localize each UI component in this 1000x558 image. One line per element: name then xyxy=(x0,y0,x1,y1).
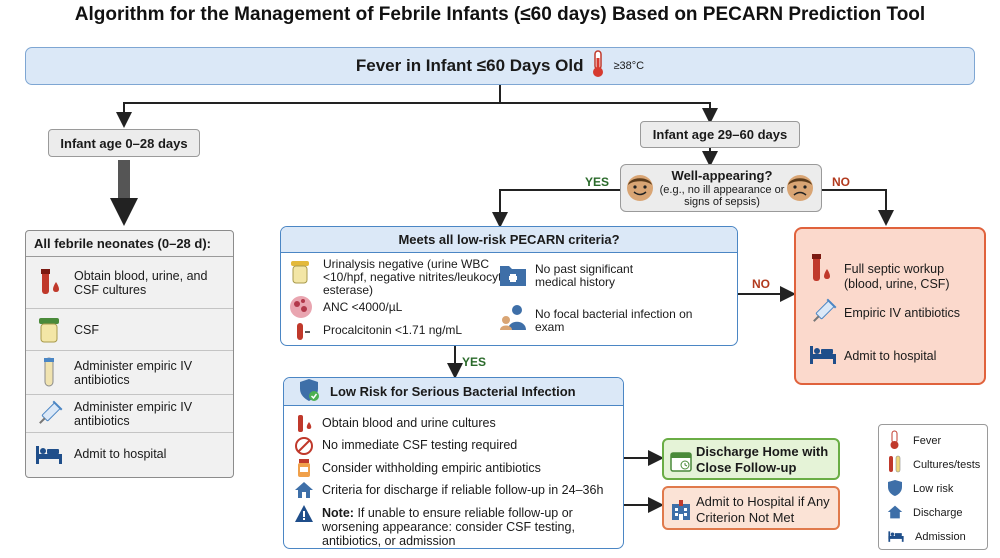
no-csf-icon xyxy=(294,436,314,461)
hospital-bed-icon xyxy=(34,439,64,469)
low-risk-panel: Low Risk for Serious Bacterial Infection… xyxy=(283,377,624,549)
criteria-history: No past significant medical history xyxy=(535,262,634,289)
neonates-item: Admit to hospital xyxy=(26,433,233,475)
calendar-icon xyxy=(670,450,692,477)
warning-icon xyxy=(294,504,314,529)
legend: Fever Cultures/tests Low risk Discharge … xyxy=(878,424,988,550)
septic-workup-panel: Full septic workup (blood, urine, CSF) E… xyxy=(794,227,986,385)
medical-folder-icon xyxy=(499,263,527,292)
doctor-exam-icon xyxy=(499,303,529,336)
hospital-bed-icon xyxy=(808,342,838,371)
septic-admit-item: Admit to hospital xyxy=(844,349,937,363)
neonates-item: Administer empiric IV antibiotics xyxy=(26,351,233,395)
neonates-item: Administer empiric IV antibiotics xyxy=(26,395,233,433)
fever-threshold: ≥38°C xyxy=(613,60,645,72)
blood-tube-icon xyxy=(808,253,834,290)
low-risk-item: No immediate CSF testing required xyxy=(322,438,518,452)
discharge-label: Discharge Home with Close Follow-up xyxy=(696,444,829,475)
shield-check-icon xyxy=(298,378,320,405)
low-risk-item: Obtain blood and urine cultures xyxy=(322,416,496,430)
well-no-label: NO xyxy=(832,175,850,189)
low-risk-title: Low Risk for Serious Bacterial Infection xyxy=(330,384,576,399)
well-detail: (e.g., no ill appearance or signs of sep… xyxy=(659,184,785,208)
criteria-no-label: NO xyxy=(752,277,770,291)
legend-item: Cultures/tests xyxy=(887,453,987,477)
septic-workup-item: Full septic workup (blood, urine, CSF) xyxy=(844,262,950,291)
blood-tube-icon xyxy=(294,414,316,439)
legend-item: Fever xyxy=(887,429,987,453)
urine-cup-icon xyxy=(289,259,311,290)
syringe-icon xyxy=(34,399,64,429)
septic-antibiotics-item: Empiric IV antibiotics xyxy=(844,306,961,320)
well-question: Well-appearing? xyxy=(671,168,773,183)
specimen-cup-icon xyxy=(34,315,64,345)
criteria-yes-label: YES xyxy=(462,355,487,369)
fever-start-box: Fever in Infant ≤60 Days Old ≥38°C xyxy=(25,47,975,85)
well-child-icon xyxy=(625,173,655,208)
low-risk-note: Note: If unable to ensure reliable follo… xyxy=(322,506,614,548)
criteria-anc: ANC <4000/µL xyxy=(323,300,403,314)
neonates-item: Obtain blood, urine, and CSF cultures xyxy=(26,257,233,309)
age-young-label: Infant age 0–28 days xyxy=(48,129,200,157)
low-risk-item: Criteria for discharge if reliable follo… xyxy=(322,483,604,497)
home-icon xyxy=(887,504,903,523)
fever-title: Fever in Infant ≤60 Days Old xyxy=(355,56,584,75)
neonates-item: CSF xyxy=(26,309,233,351)
criteria-panel: Meets all low-risk PECARN criteria? Urin… xyxy=(280,226,738,346)
pill-bottle-icon xyxy=(294,458,314,483)
sick-child-icon xyxy=(785,173,815,208)
well-yes-label: YES xyxy=(585,175,610,189)
tubes-icon xyxy=(887,454,903,477)
well-appearing-box: Well-appearing? (e.g., no ill appearance… xyxy=(620,164,822,212)
thermometer-icon xyxy=(887,430,903,453)
note-label: Note: xyxy=(322,506,354,520)
age-old-label: Infant age 29–60 days xyxy=(640,121,800,148)
shield-icon xyxy=(887,479,903,500)
note-text: If unable to ensure reliable follow-up o… xyxy=(322,506,575,548)
legend-item: Discharge xyxy=(887,501,987,525)
thermometer-icon xyxy=(591,49,605,83)
criteria-procalcitonin: Procalcitonin <1.71 ng/mL xyxy=(323,323,463,337)
admit-box: Admit to Hospital if Any Criterion Not M… xyxy=(662,486,840,530)
criteria-urinalysis: Urinalysis negative (urine WBC <10/hpf, … xyxy=(323,257,509,297)
page-title: Algorithm for the Management of Febrile … xyxy=(74,4,926,25)
neonates-title: All febrile neonates (0–28 d): xyxy=(26,231,233,257)
criteria-title: Meets all low-risk PECARN criteria? xyxy=(281,227,737,253)
vial-icon xyxy=(291,321,311,348)
admit-label: Admit to Hospital if Any Criterion Not M… xyxy=(696,494,830,525)
criteria-focal: No focal bacterial infection on exam xyxy=(535,307,693,334)
test-tube-icon xyxy=(34,357,64,388)
discharge-box: Discharge Home with Close Follow-up xyxy=(662,438,840,480)
neonates-panel: All febrile neonates (0–28 d): Obtain bl… xyxy=(25,230,234,478)
low-risk-header: Low Risk for Serious Bacterial Infection xyxy=(284,378,623,406)
cells-icon xyxy=(289,295,313,324)
syringe-icon xyxy=(808,297,838,332)
blood-tube-icon xyxy=(34,268,64,298)
hospital-icon xyxy=(670,499,692,526)
low-risk-item: Consider withholding empiric antibiotics xyxy=(322,461,541,475)
hospital-bed-icon xyxy=(887,529,905,546)
legend-item: Admission xyxy=(887,525,987,549)
legend-item: Low risk xyxy=(887,477,987,501)
home-icon xyxy=(294,480,314,505)
